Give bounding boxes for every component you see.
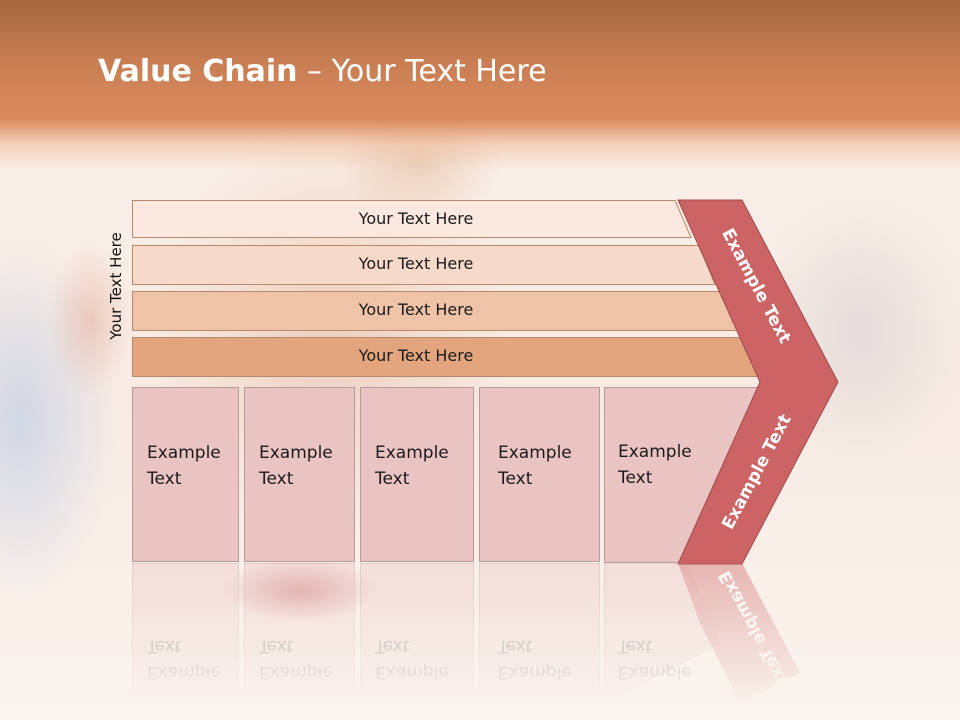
example-box-3: Example Text <box>360 387 474 562</box>
value-chain-bar-4: Your Text Here <box>132 337 764 377</box>
bar-shape-2 <box>132 245 716 285</box>
example-box-5: Example Text <box>618 439 692 491</box>
slide-title-bold: Value Chain <box>98 54 298 89</box>
slide-title-rest: – Your Text Here <box>297 54 547 89</box>
box-4-line-1: Example <box>498 443 572 463</box>
box-5-line-2: Text <box>618 468 653 488</box>
bar-label-1: Your Text Here <box>358 209 474 228</box>
box-1-line-1: Example <box>147 443 221 463</box>
box-3-line-2: Text <box>375 469 410 489</box>
box-2-line-1: Example <box>259 443 333 463</box>
example-box-1: Example Text <box>132 387 239 562</box>
box-3-line-1: Example <box>375 443 449 463</box>
header-band <box>0 0 960 170</box>
bar-label-3: Your Text Here <box>358 300 474 319</box>
slide-title: Value Chain – Your Text Here <box>98 54 547 89</box>
bar-shape-1 <box>132 200 692 238</box>
box-2-line-2: Text <box>259 469 294 489</box>
example-box-2: Example Text <box>244 387 355 562</box>
value-chain-bar-1: Your Text Here <box>132 200 692 238</box>
box-1-line-2: Text <box>147 469 182 489</box>
box-5-line-1: Example <box>618 442 692 462</box>
bar-label-2: Your Text Here <box>358 254 474 273</box>
value-chain-bar-3: Your Text Here <box>132 291 740 331</box>
box-4-line-2: Text <box>498 469 533 489</box>
value-chain-bar-2: Your Text Here <box>132 245 716 285</box>
example-box-4: Example Text <box>479 387 600 562</box>
bar-label-4: Your Text Here <box>358 346 474 365</box>
